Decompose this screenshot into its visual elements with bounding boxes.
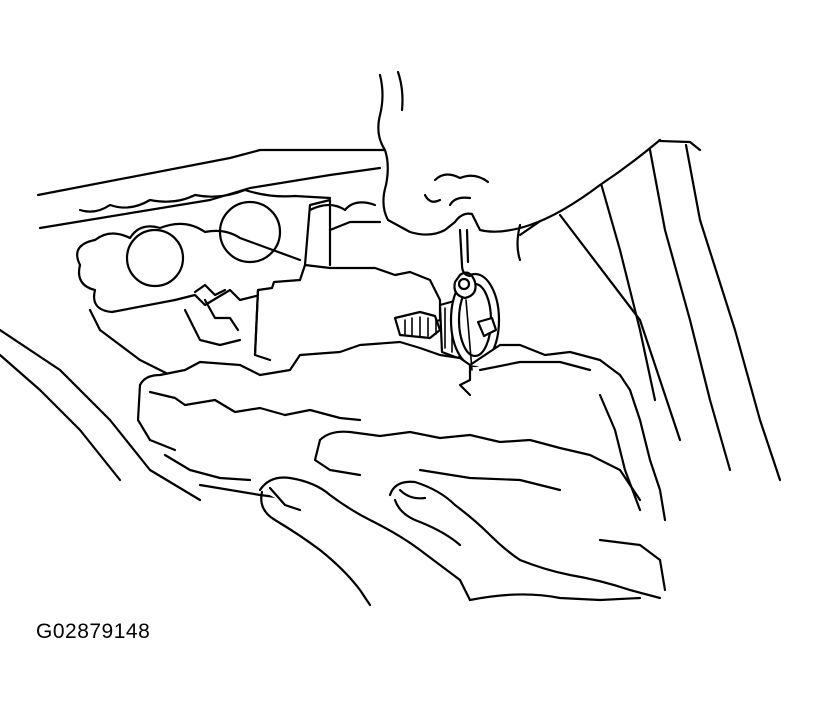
valve-body-lower [136,340,667,522]
hook-tool [458,228,472,278]
figure-code: G02879148 [36,620,151,643]
solenoid-spring-assembly [393,271,501,371]
lower-hands [258,476,667,607]
cylinder-head-left [76,188,377,377]
upper-hand [377,70,662,262]
valve-body-upper [253,198,442,362]
